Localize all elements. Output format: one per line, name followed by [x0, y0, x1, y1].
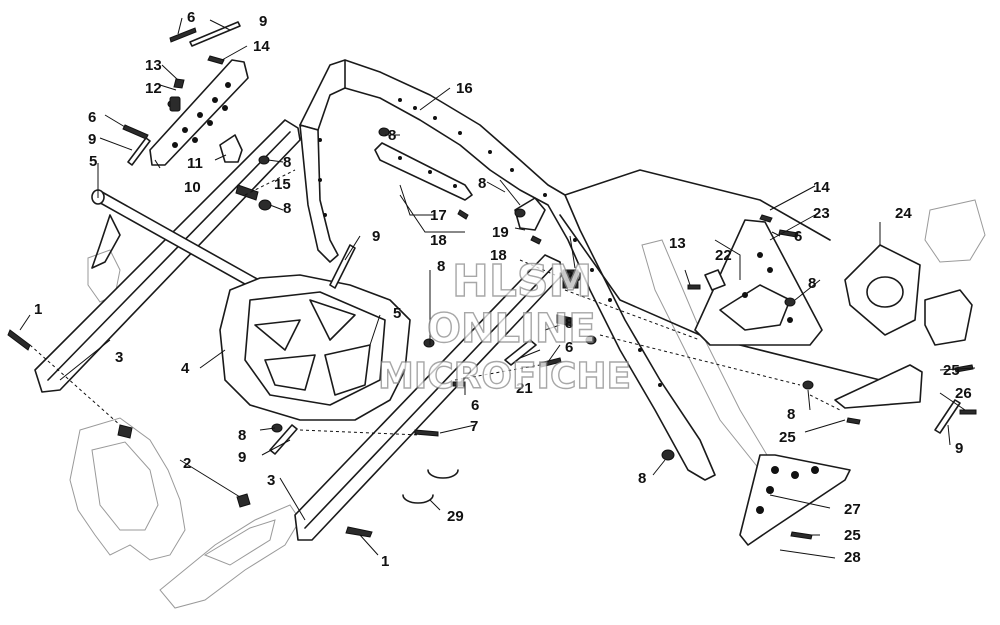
callout-9: 9	[955, 440, 963, 457]
clamps-part-29	[402, 469, 459, 504]
callout-3: 3	[267, 472, 275, 489]
bar-part-3-upper	[34, 119, 301, 393]
bracket-part-17	[374, 142, 473, 201]
callout-1: 1	[381, 553, 389, 570]
dashed-guides	[29, 169, 841, 436]
callout-1: 1	[34, 301, 42, 318]
callout-27: 27	[844, 501, 861, 518]
bumper-part-11	[219, 134, 243, 163]
callout-6: 6	[794, 228, 802, 245]
callout-15: 15	[274, 176, 291, 193]
callout-4: 4	[181, 360, 190, 377]
callout-13: 13	[669, 235, 686, 252]
bracket-part-19	[514, 197, 546, 231]
callout-9: 9	[238, 449, 246, 466]
callout-14: 14	[813, 179, 830, 196]
callout-13: 13	[145, 57, 162, 74]
bracket-part-26	[834, 364, 923, 409]
callout-25: 25	[943, 362, 960, 379]
watermark-line-2: ONLINE	[427, 306, 596, 352]
latch-part-22	[704, 269, 726, 291]
callout-8: 8	[238, 427, 246, 444]
callout-23: 23	[813, 205, 830, 222]
callout-7: 7	[470, 418, 478, 435]
callout-17: 17	[430, 207, 447, 224]
callout-22: 22	[715, 247, 732, 264]
callout-8: 8	[283, 154, 291, 171]
holder-part-24	[844, 244, 973, 346]
callout-8: 8	[808, 275, 816, 292]
callout-11: 11	[187, 155, 203, 172]
plate-part-23	[694, 219, 823, 346]
callout-18: 18	[490, 247, 507, 264]
callout-8: 8	[283, 200, 291, 217]
main-frame-part-16	[299, 59, 881, 481]
callout-21: 21	[516, 380, 533, 397]
callout-3: 3	[115, 349, 123, 366]
watermark-line-1: HLSM	[452, 256, 592, 307]
callout-2: 2	[183, 455, 191, 472]
callout-5: 5	[89, 153, 97, 170]
callout-24: 24	[895, 205, 912, 222]
watermark: HLSM ONLINE MICROFICHE	[377, 255, 631, 397]
callout-8: 8	[787, 406, 795, 423]
callout-8: 8	[638, 470, 646, 487]
callout-10: 10	[184, 179, 201, 196]
callout-25: 25	[844, 527, 861, 544]
callout-6: 6	[88, 109, 96, 126]
bar-part-3-lower	[294, 254, 563, 541]
callout-14: 14	[253, 38, 270, 55]
callout-16: 16	[456, 80, 473, 97]
callout-25: 25	[779, 429, 796, 446]
callout-6: 6	[471, 397, 479, 414]
callout-6: 6	[565, 339, 573, 356]
callout-labels: 1 1 2 3 3 4 5 5 6 6 6 6 6 7 8 8 8 8 8 8 …	[34, 9, 972, 570]
mesh-panel-part-4	[219, 274, 411, 421]
callout-5: 5	[393, 305, 401, 322]
callout-12: 12	[145, 80, 162, 97]
callout-19: 19	[492, 224, 509, 241]
callout-8: 8	[565, 315, 573, 332]
plate-part-10	[149, 59, 249, 166]
callout-9: 9	[88, 131, 96, 148]
leader-lines	[19, 17, 976, 559]
callout-9: 9	[372, 228, 380, 245]
callout-20: 20	[565, 268, 582, 285]
callout-6: 6	[187, 9, 195, 26]
callout-18: 18	[430, 232, 447, 249]
callout-8: 8	[437, 258, 445, 275]
callout-29: 29	[447, 508, 464, 525]
callout-8: 8	[388, 127, 396, 144]
callout-8: 8	[478, 175, 486, 192]
callout-9: 9	[259, 13, 267, 30]
callout-26: 26	[955, 385, 972, 402]
callout-28: 28	[844, 549, 861, 566]
watermark-line-3: MICROFICHE	[378, 356, 631, 397]
